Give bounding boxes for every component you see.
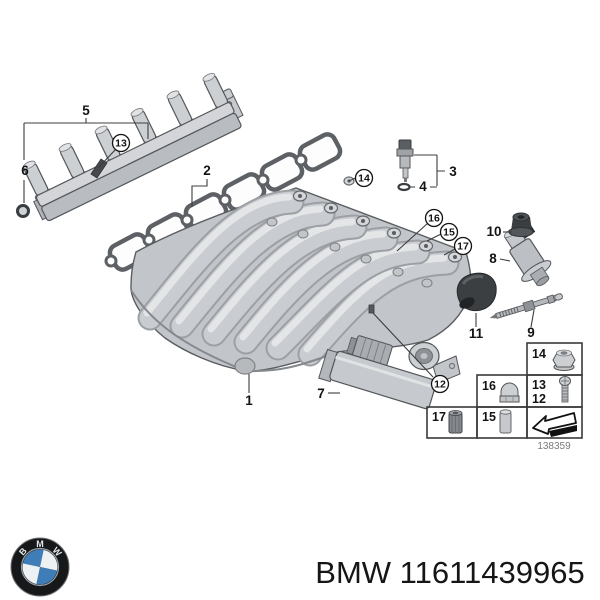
fuel-rail-drawing <box>22 72 244 222</box>
flanged-nut-icon <box>552 349 576 371</box>
acorn-nut-icon <box>499 382 520 403</box>
bmw-logo: B M W <box>10 537 70 597</box>
callout-4: 4 <box>419 179 427 194</box>
logo-letter-b: B <box>17 545 29 557</box>
legend-label-13: 13 <box>532 378 546 392</box>
o-ring-drawing <box>397 182 411 192</box>
callout-17: 17 <box>457 241 469 253</box>
legend-label-15: 15 <box>482 410 496 424</box>
logo-letter-m: M <box>36 539 44 549</box>
callout-16: 16 <box>428 213 440 225</box>
callout-5: 5 <box>82 103 90 118</box>
callout-13: 13 <box>115 138 127 150</box>
callout-6: 6 <box>21 163 29 178</box>
disa-valve-drawing <box>318 335 461 410</box>
bmw-roundel-quadrants <box>22 549 58 585</box>
grommet-drawing <box>16 204 30 218</box>
drawing-number: 138359 <box>537 441 571 452</box>
screw-icon <box>559 376 571 403</box>
spacer-icon <box>499 409 512 434</box>
leader-lines <box>23 118 535 394</box>
rubber-cap-drawing <box>456 272 497 312</box>
intake-manifold-drawing <box>130 176 472 375</box>
callout-9: 9 <box>527 325 535 340</box>
legend-label-17: 17 <box>432 410 446 424</box>
callout-10: 10 <box>486 224 501 239</box>
rubber-mount-drawing <box>508 212 534 237</box>
temp-sensor-drawing <box>396 139 414 182</box>
part-number-caption: BMW 11611439965 <box>315 555 584 590</box>
callout-1: 1 <box>245 393 253 408</box>
legend-label-16: 16 <box>482 379 496 393</box>
callout-7: 7 <box>317 386 325 401</box>
knurled-sleeve-icon <box>448 410 463 434</box>
callout-11: 11 <box>469 326 484 341</box>
callout-15: 15 <box>443 227 455 239</box>
legend-table: 14 16 13 12 17 15 <box>426 342 583 452</box>
gasket-set-drawing <box>104 132 343 272</box>
rail-clip-drawing <box>90 158 108 179</box>
circled-callouts: 12 13 14 15 16 17 <box>111 133 473 394</box>
callout-8: 8 <box>489 251 497 266</box>
callout-3: 3 <box>449 164 457 179</box>
callout-14: 14 <box>358 173 370 185</box>
callout-12: 12 <box>434 379 446 391</box>
sensor-probe-drawing <box>489 293 563 319</box>
legend-label-12: 12 <box>532 392 546 406</box>
callout-2: 2 <box>203 163 211 178</box>
legend-label-14: 14 <box>532 347 546 361</box>
legend-cell-arrow <box>526 406 583 439</box>
direction-arrow-icon <box>532 412 577 437</box>
